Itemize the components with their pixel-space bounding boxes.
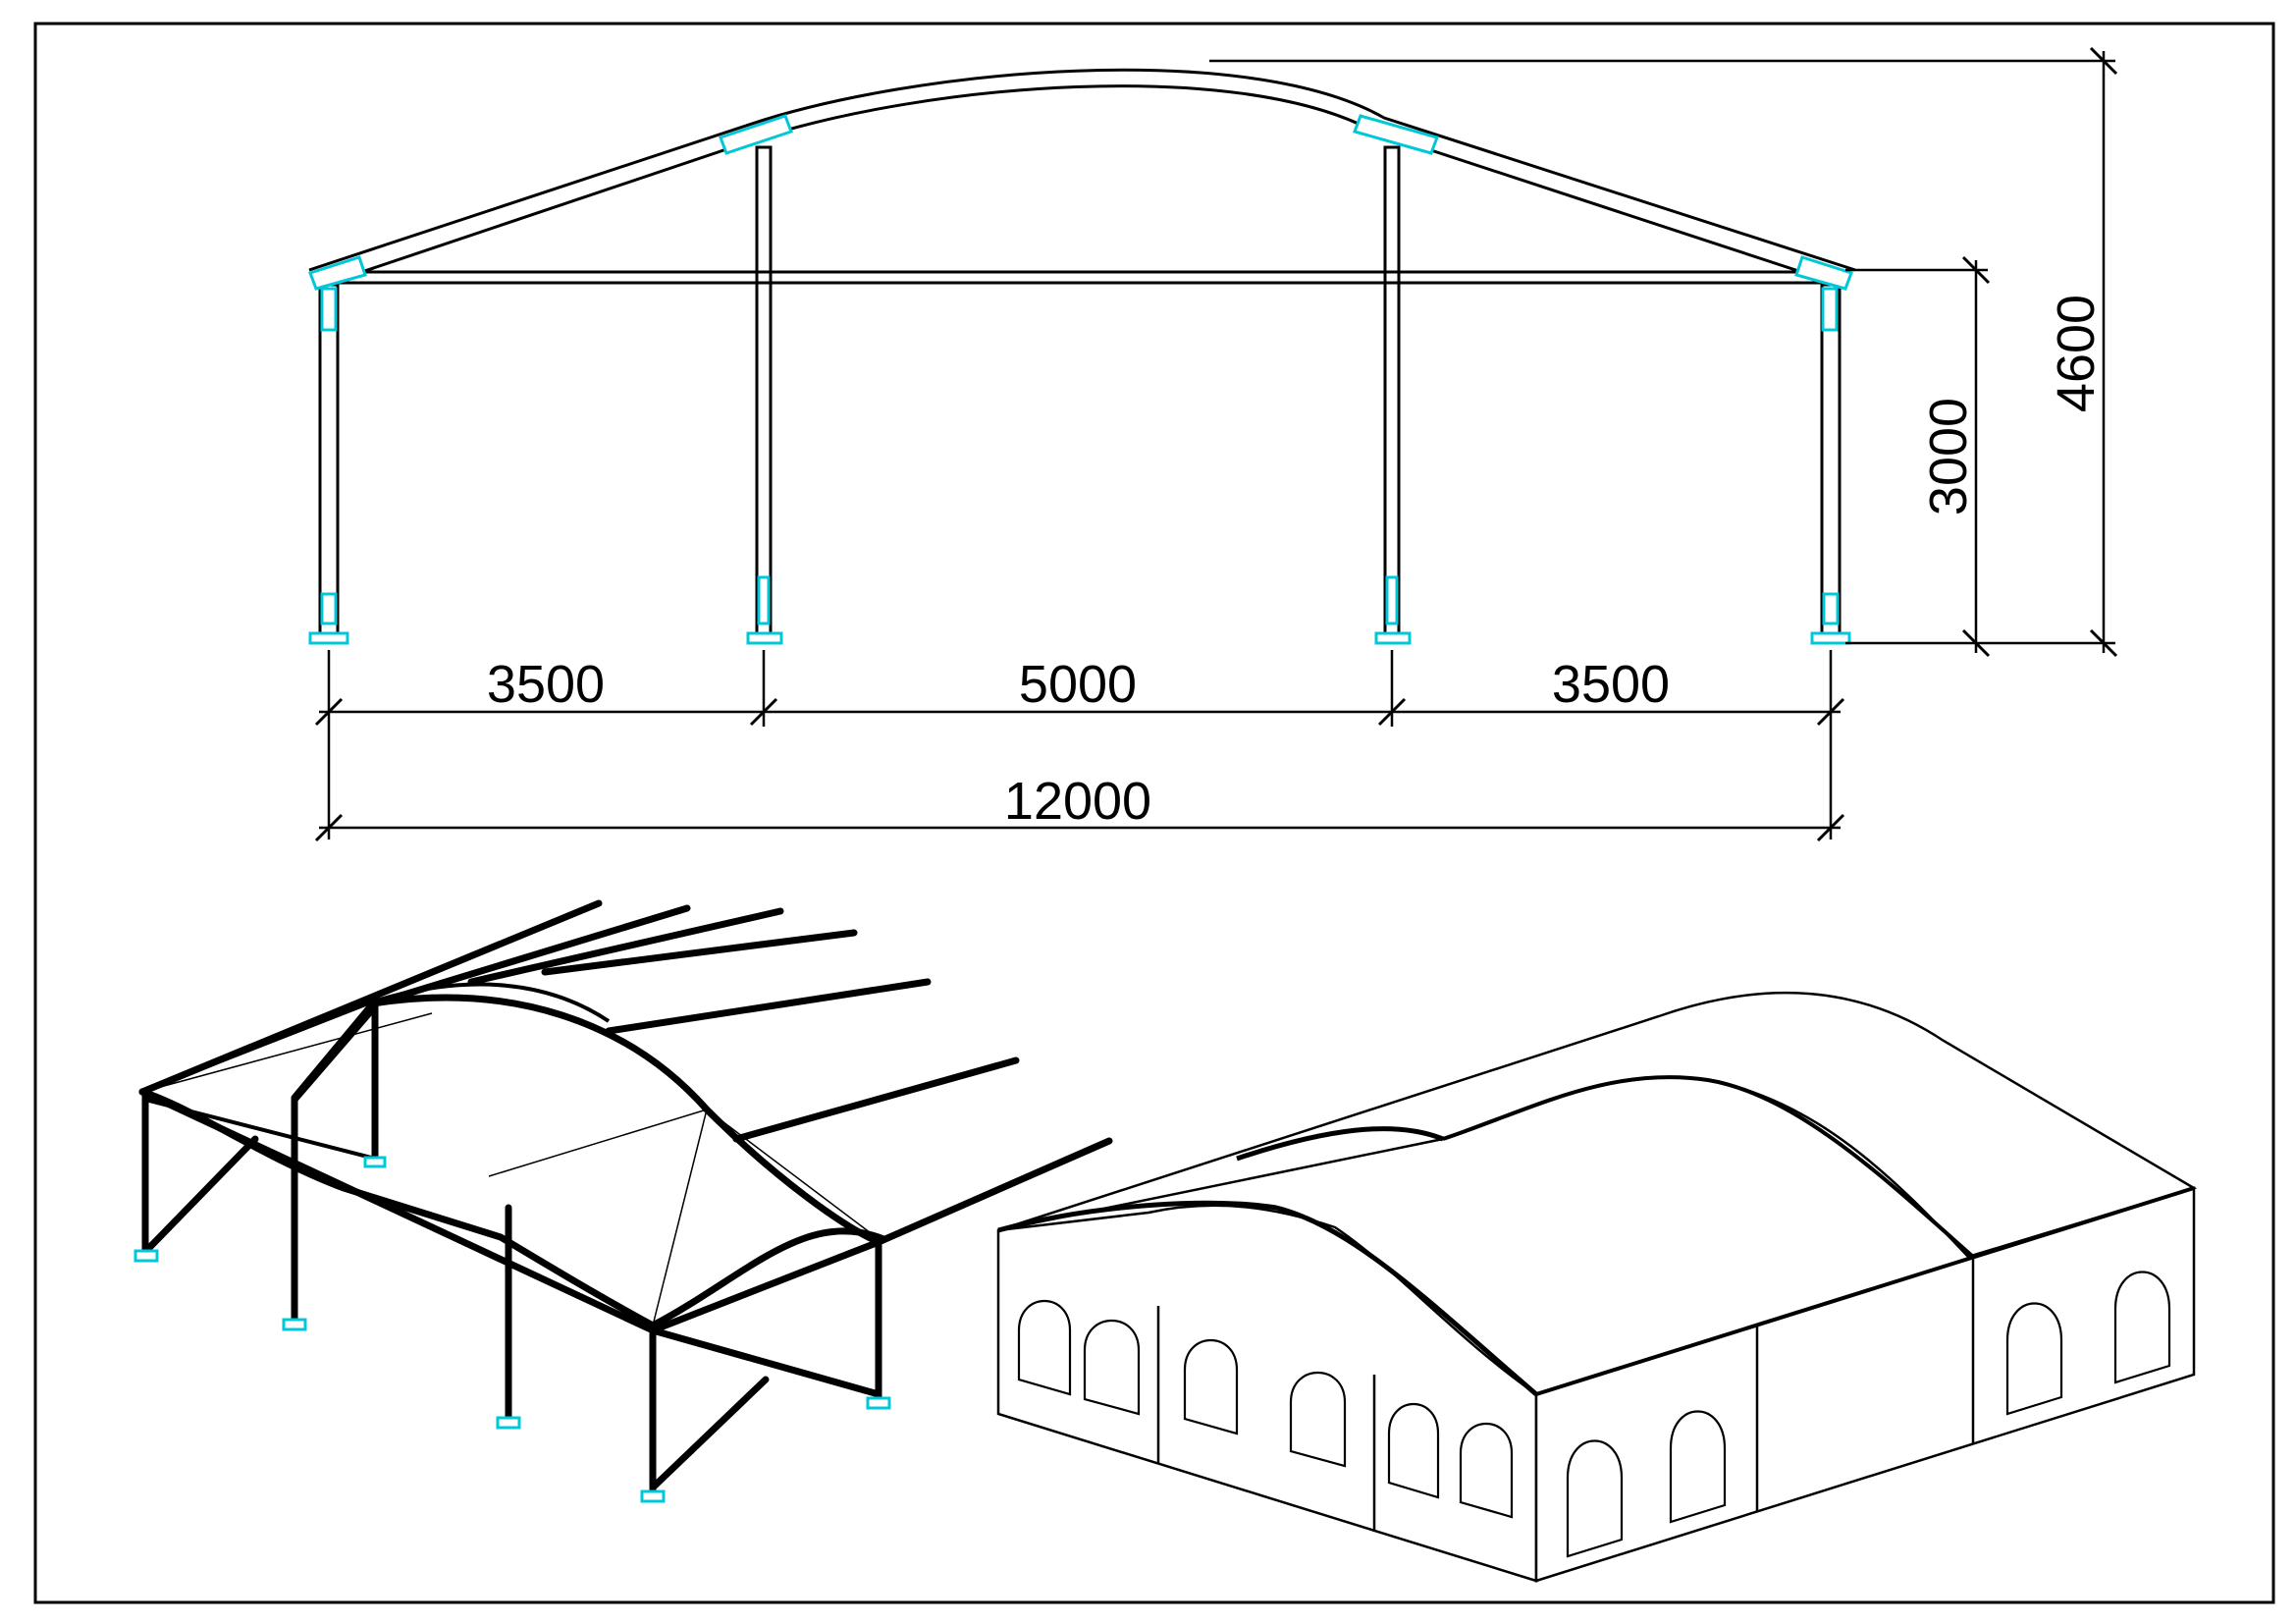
inner-left-column bbox=[755, 145, 773, 635]
inner-right-column bbox=[1383, 145, 1401, 635]
front-elevation: 3500 5000 3500 12000 3000 4600 bbox=[308, 46, 2118, 842]
horizontal-dimensions: 3500 5000 3500 12000 bbox=[314, 650, 1845, 842]
dim-ridge-height: 4600 bbox=[2047, 295, 2106, 412]
vertical-dimensions: 3000 4600 bbox=[1209, 46, 2118, 658]
dim-eave-height: 3000 bbox=[1919, 398, 1978, 515]
side-wall bbox=[1534, 1186, 2196, 1583]
front-gable-wall bbox=[996, 1204, 1538, 1583]
dim-span-left: 3500 bbox=[487, 655, 605, 714]
roof-arch-outer bbox=[308, 68, 1856, 272]
covered-tent-perspective bbox=[996, 992, 2198, 1583]
sheet-border bbox=[33, 22, 2275, 1604]
fittings bbox=[308, 114, 1853, 645]
dim-span-right: 3500 bbox=[1552, 655, 1670, 714]
front-windows bbox=[1017, 1299, 1514, 1519]
dim-span-total: 12000 bbox=[1004, 772, 1151, 831]
left-column bbox=[318, 283, 340, 635]
right-column bbox=[1820, 283, 1842, 635]
roof-arch-inner bbox=[323, 84, 1842, 287]
dim-span-middle: 5000 bbox=[1019, 655, 1137, 714]
frame-perspective-view bbox=[133, 899, 1113, 1503]
side-windows bbox=[1566, 1271, 2171, 1558]
